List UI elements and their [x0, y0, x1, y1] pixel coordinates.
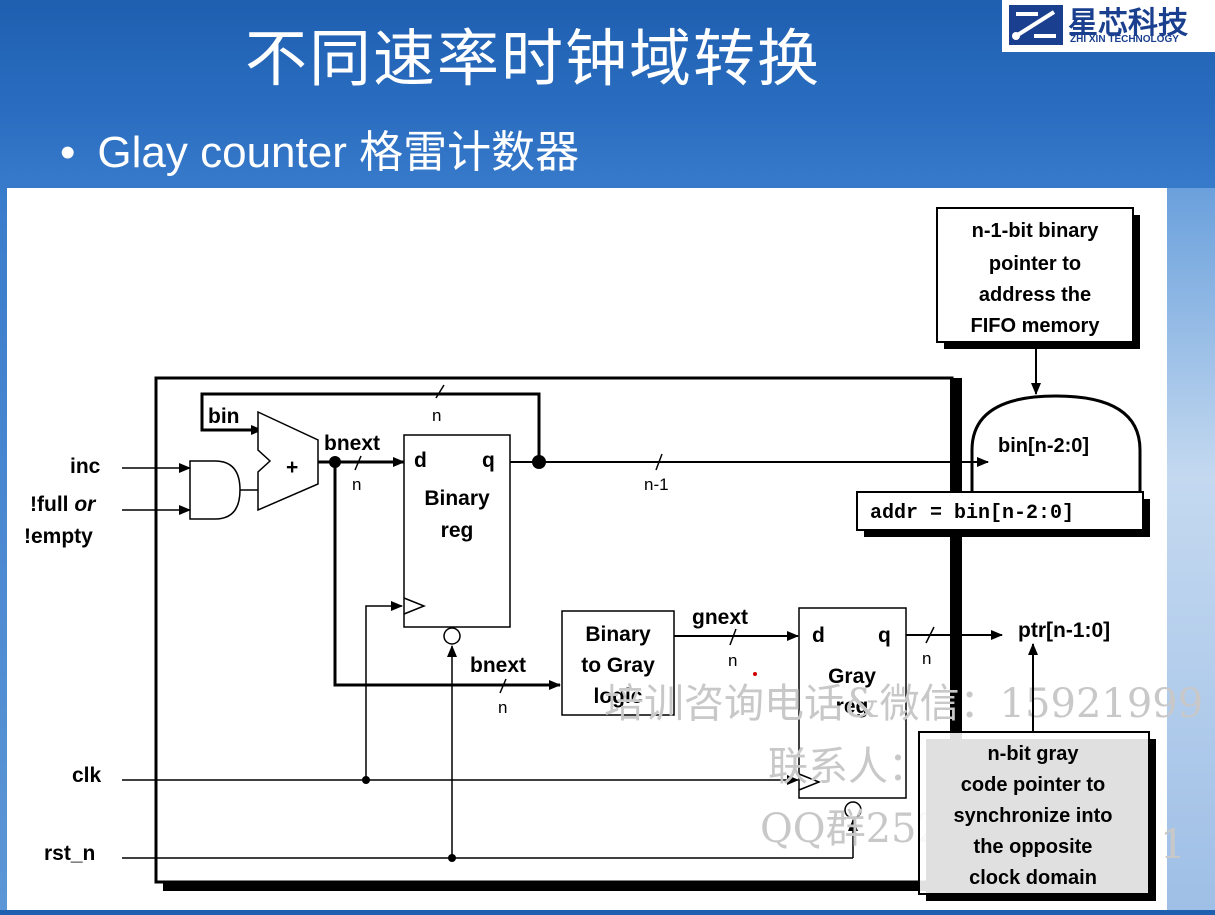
gray-reg-box [798, 607, 907, 799]
red-dot [753, 672, 757, 676]
gray-reg-q: q [878, 624, 891, 647]
input-rst: rst_n [44, 842, 95, 865]
note-bottom-line1: n-bit gray [987, 743, 1079, 765]
n-slash-ptr [925, 626, 935, 644]
and-gate [189, 460, 241, 520]
diagram-panel: n-1-bit binary pointer to address the FI… [7, 188, 1203, 910]
n1-label: n-1 [644, 475, 669, 494]
bnext-label: bnext [324, 432, 380, 455]
bin-feedback [200, 392, 541, 462]
binary-reg-q: q [482, 449, 495, 472]
slide-title: 不同速率时钟域转换 [245, 22, 822, 95]
gray-reg-line1: Gray [828, 665, 876, 688]
company-logo: 星芯科技 ZHI XIN TECHNOLOGY [1002, 0, 1215, 52]
n-label-bnext: n [352, 475, 361, 494]
wire-clk-up [365, 601, 403, 780]
memory-block [970, 394, 1142, 492]
binary-reg-box [403, 434, 511, 628]
junction-q [532, 455, 546, 469]
note-top-line4: FIFO memory [971, 315, 1101, 337]
n-label-ptr: n [922, 649, 931, 668]
n-label-top: n [432, 406, 441, 425]
background-strip [1167, 188, 1215, 910]
n-slash-bnext2 [499, 678, 507, 694]
input-or-text: or [74, 493, 97, 516]
note-top-line3: address the [979, 284, 1091, 306]
binary-reg-line2: reg [441, 519, 474, 542]
logo-name: 星芯科技 [1068, 6, 1188, 41]
b2g-line2: to Gray [581, 654, 655, 677]
b2g-line3: logic [593, 685, 642, 708]
n-slash-bnext [354, 455, 362, 471]
binary-reg-d: d [414, 449, 427, 472]
n-label-gnext: n [728, 651, 737, 670]
binary-reg-rst-bubble [443, 627, 461, 645]
watermark-edge: 1 [1160, 822, 1185, 868]
note-top-box [936, 207, 1134, 343]
input-empty: !empty [24, 525, 93, 548]
bnext-label-2: bnext [470, 654, 526, 677]
n1-slash [655, 453, 663, 471]
bullet-point: • Glay counter 格雷计数器 [60, 116, 579, 180]
n-label-bnext2: n [498, 698, 507, 717]
b2g-line1: Binary [585, 623, 651, 646]
addr-box [856, 491, 1144, 531]
gray-reg-line2: reg [836, 695, 869, 718]
input-inc: inc [70, 455, 101, 478]
note-bottom-line5: clock domain [969, 867, 1097, 889]
b2g-box [561, 610, 675, 716]
gray-counter-diagram: n-1-bit binary pointer to address the FI… [24, 207, 1203, 901]
bullet-text: Glay counter 格雷计数器 [97, 128, 580, 177]
watermark-line1: 培训咨询电话&微信：15921999 [604, 681, 1203, 727]
note-bottom-line4: the opposite [974, 836, 1093, 858]
bin-label: bin [208, 405, 240, 428]
gnext-label: gnext [692, 606, 748, 629]
logo-icon [1009, 5, 1063, 45]
input-full-text: !full [30, 493, 68, 516]
input-full: !full or [30, 493, 97, 516]
note-top-line1: n-1-bit binary [972, 220, 1100, 242]
binary-reg-clk-tri [403, 597, 427, 615]
adder-plus: + [286, 456, 298, 479]
gray-reg-rst-bubble [844, 801, 862, 819]
note-bottom-line2: code pointer to [961, 774, 1105, 796]
input-clk: clk [72, 764, 102, 787]
memory-label: bin[n-2:0] [998, 435, 1089, 457]
logo-subtitle: ZHI XIN TECHNOLOGY [1070, 34, 1179, 45]
adder-block [257, 410, 319, 512]
gray-reg-clk-tri [798, 773, 822, 791]
note-bottom-line3: synchronize into [954, 805, 1113, 827]
bullet-symbol: • [60, 128, 76, 177]
binary-reg-line1: Binary [424, 487, 490, 510]
n-slash-gnext [729, 628, 737, 646]
note-top-line2: pointer to [989, 253, 1081, 275]
addr-label: addr = bin[n-2:0] [870, 502, 1074, 525]
gray-reg-d: d [812, 624, 825, 647]
wire-bnext-down [333, 462, 561, 690]
n-slash-top [435, 384, 445, 399]
note-bottom-box [918, 731, 1150, 895]
ptr-label: ptr[n-1:0] [1018, 619, 1110, 642]
